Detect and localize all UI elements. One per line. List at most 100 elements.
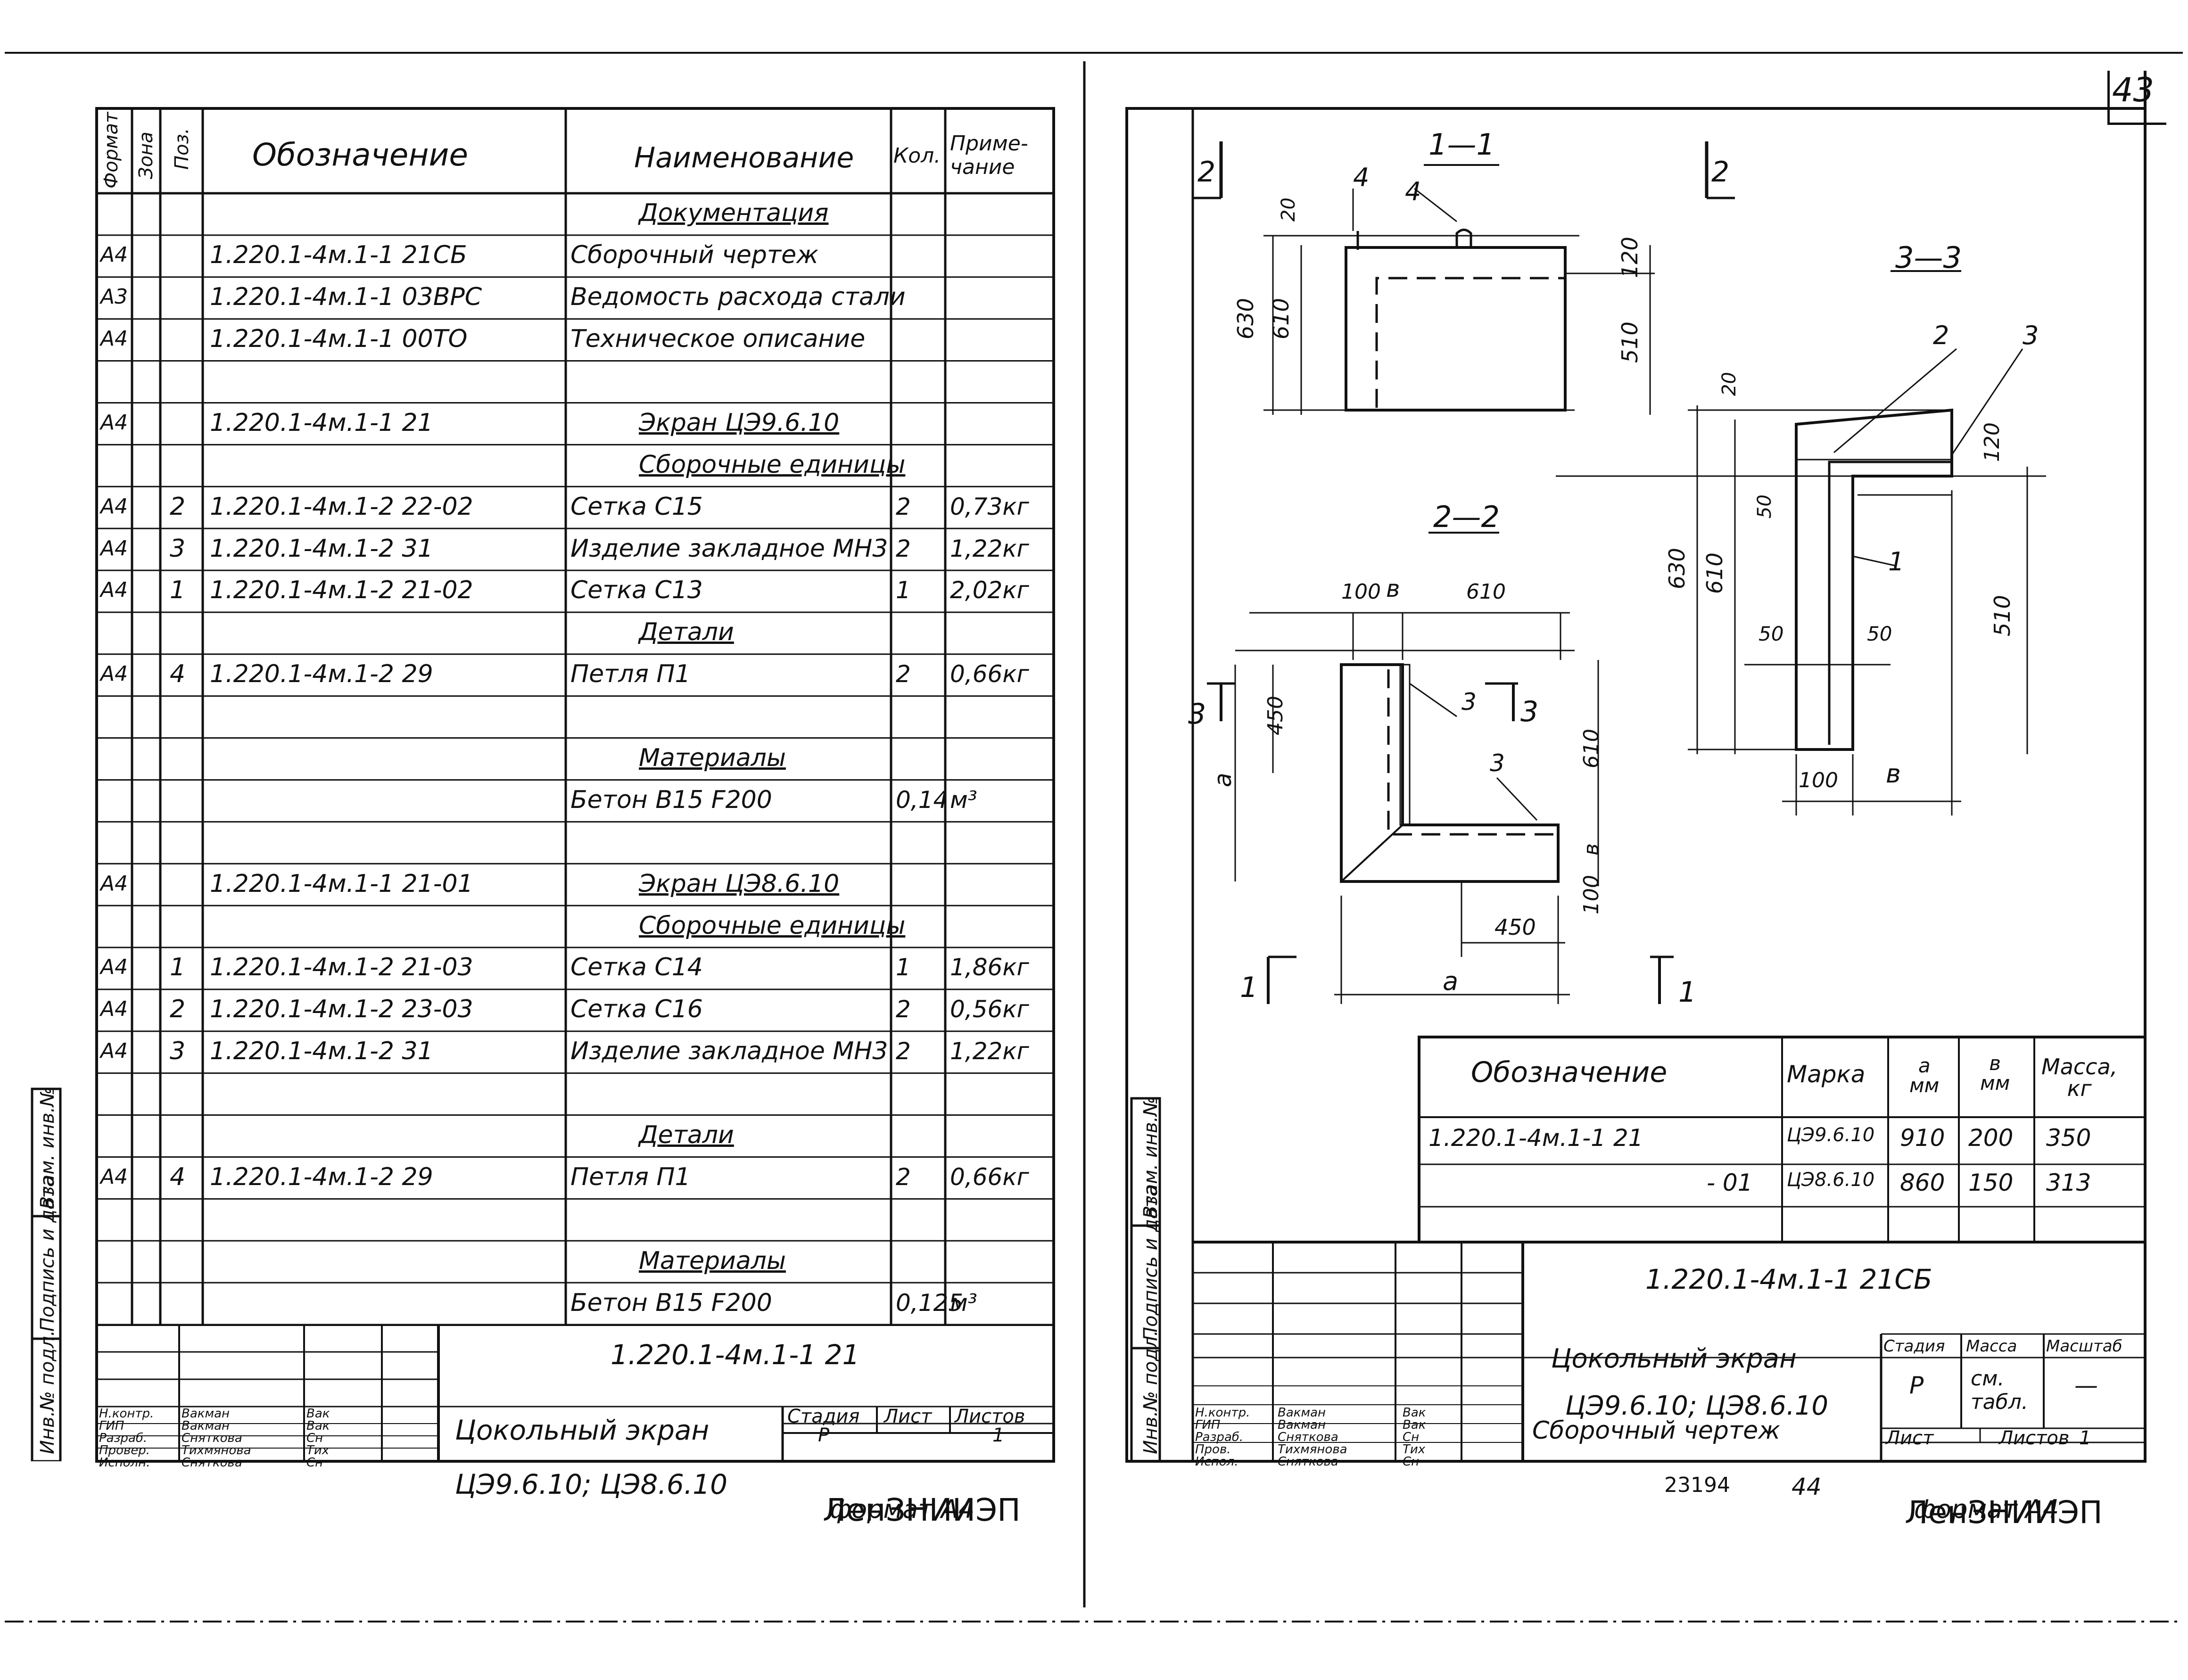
cell-note: 0,66кг: [950, 660, 1029, 688]
cell-format: А4: [100, 410, 128, 435]
stamp-role: Разраб.: [99, 1431, 148, 1445]
cell-qty: 2: [896, 1163, 911, 1191]
cell-designation: 1.220.1-4м.1-2 29: [210, 660, 433, 689]
specification: Формат Зона Поз. Обозначение Наименовани…: [97, 108, 1054, 1528]
stamp-sign: Вак: [306, 1419, 330, 1433]
page-number: 43: [2112, 71, 2155, 109]
cell-designation: 1.220.1-4м.1-1 21-01: [210, 869, 473, 898]
cell-name: Материалы: [639, 744, 786, 772]
stamp-name: Сняткова: [182, 1431, 242, 1445]
cell-format: А4: [100, 578, 128, 602]
cell-a: 860: [1900, 1169, 1945, 1196]
dim-2-2-450-left: 450: [1263, 696, 1288, 735]
dim-1-1-610: 610: [1268, 298, 1294, 339]
stamp-role: Исполн.: [99, 1456, 150, 1470]
header-qty: Кол.: [893, 144, 941, 168]
left-stamp-grid: [97, 1325, 1054, 1461]
cell-qty: 0,14: [896, 786, 949, 814]
right-stamp-scale: —: [2074, 1372, 2098, 1399]
cell-pos: 2: [170, 995, 186, 1024]
pos-2-2-3a: 3: [1461, 688, 1477, 716]
left-stamp-sheet-label: Лист: [884, 1406, 932, 1427]
cell-note: м³: [950, 1289, 977, 1317]
cell-b: 200: [1968, 1124, 2014, 1152]
cell-designation: 1.220.1-4м.1-2 23-03: [210, 995, 473, 1024]
cell-pos: 4: [170, 660, 186, 689]
dim-2-2-a-left: а: [1209, 773, 1237, 787]
dim-3-3-50-b: 50: [1867, 622, 1892, 645]
stamp-role: ГИП: [1195, 1418, 1221, 1432]
cell-name: Сетка С14: [570, 953, 703, 982]
cell-designation: 1.220.1-4м.1-2 21-02: [210, 576, 473, 605]
section-1-1-title: 1—1: [1428, 127, 1495, 162]
cell-name: Сборочные единицы: [639, 911, 906, 940]
left-stamp-code: 1.220.1-4м.1-1 21: [611, 1339, 860, 1371]
cut-1-right: 1: [1678, 976, 1697, 1009]
cell-designation: 1.220.1-4м.1-1 21: [210, 408, 433, 437]
section-2-2-title: 2—2: [1433, 500, 1500, 534]
right-table-header-mass: Масса, кг: [2041, 1054, 2118, 1101]
cut-3-right: 3: [1520, 695, 1539, 728]
cell-b: 150: [1968, 1169, 2014, 1196]
left-stamp-sheets-label: Листов: [955, 1406, 1025, 1427]
stamp-name: Вакман: [1278, 1406, 1326, 1420]
cell-note: 0,73кг: [950, 493, 1029, 520]
right-table-header-designation: Обозначение: [1471, 1056, 1668, 1089]
cell-name: Экран ЦЭ8.6.10: [639, 869, 840, 898]
dim-3-3-510: 510: [1990, 595, 2015, 636]
dim-2-2-450-bottom: 450: [1494, 914, 1536, 940]
cell-name: Изделие закладное МН3: [570, 1037, 888, 1066]
cell-pos: 1: [170, 576, 186, 605]
cell-name: Материалы: [639, 1246, 786, 1275]
cell-pos: 3: [170, 1037, 186, 1066]
left-stamp-stage: Р: [818, 1425, 830, 1446]
cell-qty: 1: [896, 954, 911, 981]
cell-designation: 1.220.1-4м.1-2 31: [210, 534, 433, 563]
stamp-name: Сняткова: [1278, 1455, 1338, 1469]
dim-2-2-b-right: в: [1579, 843, 1603, 856]
cell-pos: 2: [170, 492, 186, 521]
right-stamp-mass: см. табл.: [1971, 1367, 2028, 1414]
cell-mass: 313: [2046, 1169, 2091, 1196]
header-note: Приме- чание: [950, 132, 1028, 179]
cell-designation: 1.220.1-4м.1-1 03ВРС: [210, 283, 482, 312]
cell-designation: - 01: [1707, 1169, 1753, 1196]
left-stamp-sheets: 1: [992, 1425, 1005, 1446]
cell-name: Бетон В15 F200: [570, 1288, 772, 1317]
right-stamp-org: ЛенЗНИИЭП: [1905, 1494, 2103, 1531]
left-side-strip: [31, 1087, 62, 1461]
cell-name: Экран ЦЭ9.6.10: [639, 408, 840, 437]
stamp-sign: Вак: [1403, 1418, 1426, 1432]
pos-1-1-4b: 4: [1405, 177, 1421, 206]
cell-format: А3: [100, 285, 128, 309]
cut-2-right: 2: [1711, 156, 1730, 189]
dim-2-2-610-right: 610: [1579, 729, 1603, 768]
stamp-name: Тихмянова: [182, 1443, 251, 1458]
right-stamp-stage: Р: [1909, 1372, 1924, 1399]
pos-2-2-3b: 3: [1490, 749, 1505, 777]
cell-note: 0,66кг: [950, 1163, 1029, 1191]
left-stamp-org: ЛенЗНИИЭП: [823, 1492, 1021, 1528]
stamp-role: Разраб.: [1195, 1430, 1244, 1444]
right-table-header-mark: Марка: [1787, 1061, 1866, 1088]
cell-name: Сетка С15: [570, 492, 703, 521]
cell-pos: 1: [170, 953, 186, 982]
dim-3-3-100: 100: [1799, 768, 1838, 792]
cell-name: Изделие закладное МН3: [570, 534, 888, 563]
left-format-note: формат А4: [830, 1494, 975, 1524]
cell-designation: 1.220.1-4м.1-1 00ТО: [210, 325, 468, 354]
stamp-sign: Вак: [1403, 1406, 1426, 1420]
cell-note: 1,22кг: [950, 1038, 1029, 1065]
header-name: Наименование: [634, 141, 854, 174]
cell-format: А4: [100, 1164, 128, 1189]
stamp-sign: Сн: [306, 1456, 323, 1470]
stamp-role: Испол.: [1195, 1455, 1238, 1469]
dim-1-1-510: 510: [1617, 321, 1643, 363]
cell-name: Сетка С13: [570, 576, 703, 605]
cell-format: А4: [100, 243, 128, 267]
cell-name: Петля П1: [570, 660, 691, 689]
bottom-number: 23194: [1664, 1473, 1730, 1497]
dim-2-2-a-bottom: а: [1443, 966, 1459, 996]
stamp-sign: Вак: [306, 1407, 330, 1421]
